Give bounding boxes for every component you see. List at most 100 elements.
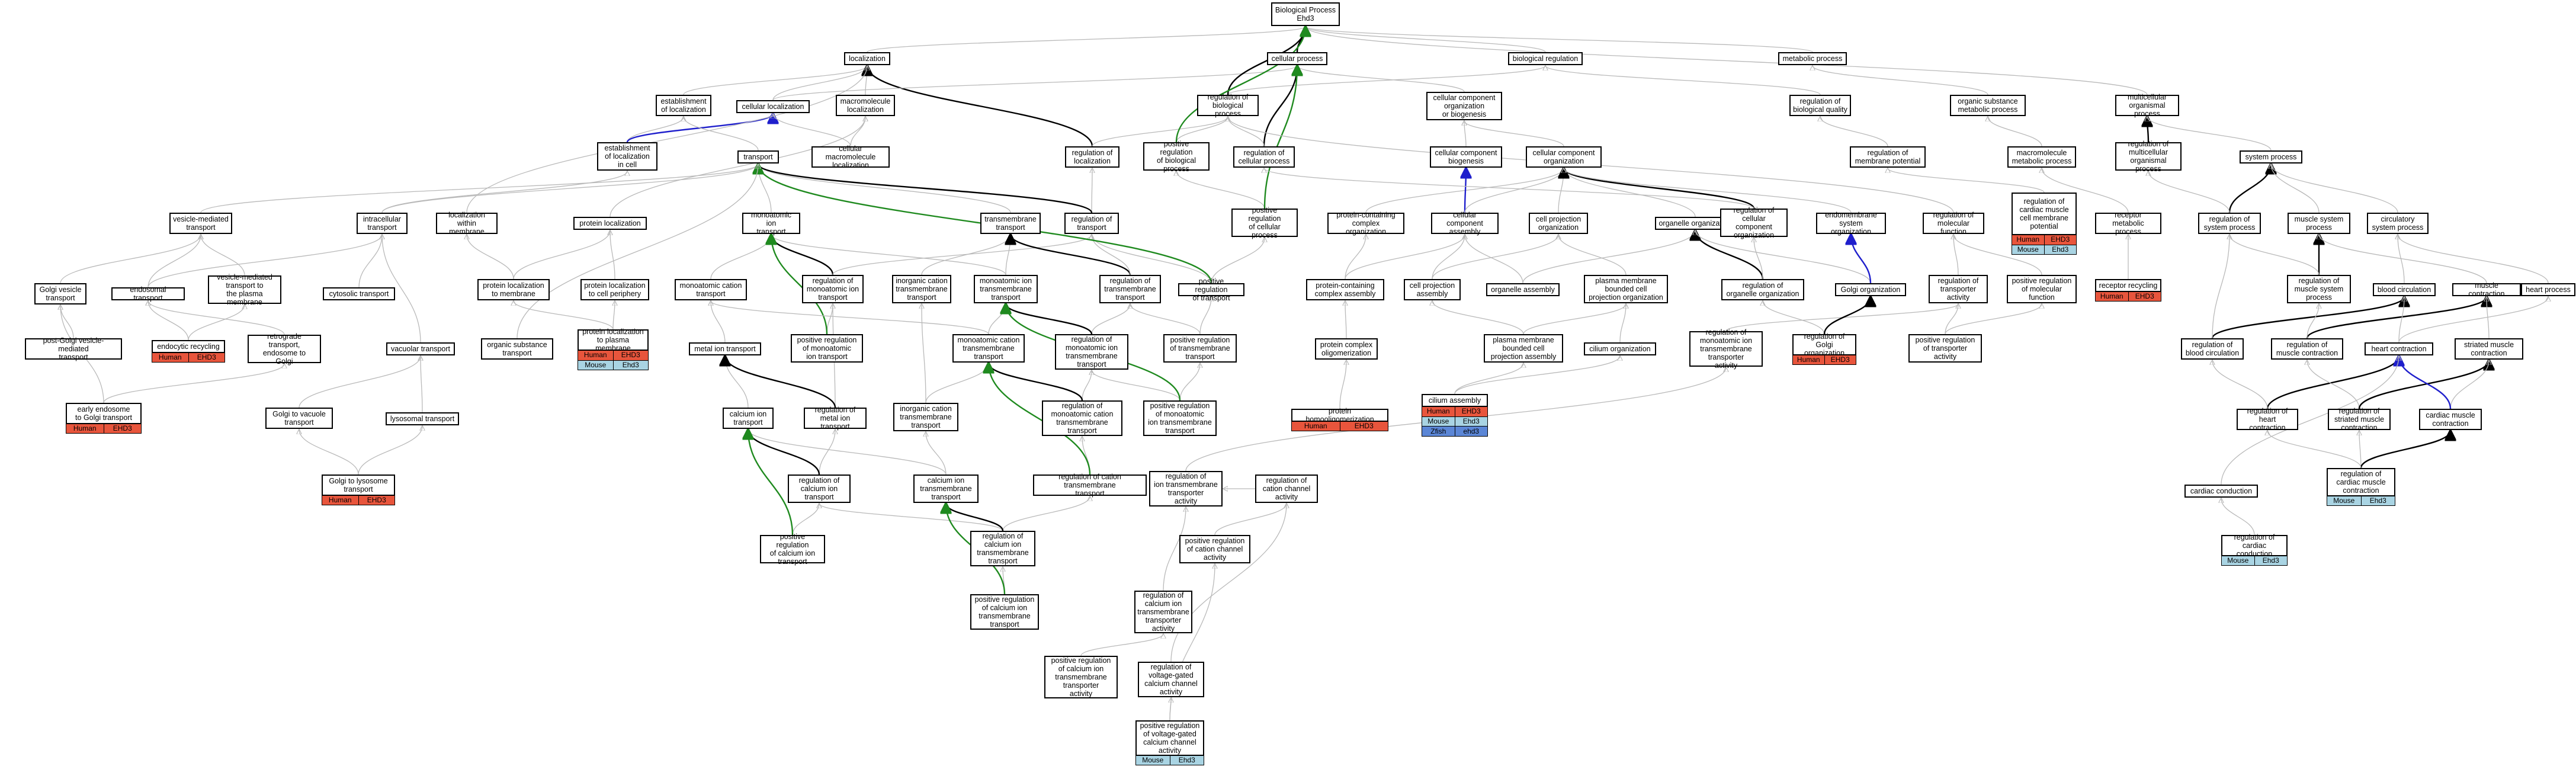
go-term-ccasm[interactable]: cellular component assembly bbox=[1431, 211, 1499, 236]
go-term-regtr[interactable]: regulation of transport bbox=[1064, 213, 1119, 234]
go-term-monocattm[interactable]: monoatomic cation transmembrane transpor… bbox=[952, 334, 1025, 363]
go-term-regcardmmp[interactable]: regulation of cardiac muscle cell membra… bbox=[2012, 193, 2077, 235]
go-term-pcdisasm[interactable]: protein complex oligomerization bbox=[1315, 338, 1378, 360]
go-term-protloc[interactable]: protein localization bbox=[573, 217, 647, 230]
go-term-posregmf[interactable]: positive regulation of molecular functio… bbox=[2007, 275, 2077, 303]
go-term-sysproc[interactable]: system process bbox=[2240, 150, 2302, 164]
go-term-bloodcirc[interactable]: blood circulation bbox=[2373, 283, 2436, 296]
go-term-regcaiontra[interactable]: regulation of calcium ion transmembrane … bbox=[1134, 591, 1192, 633]
go-term-posregcaiontm[interactable]: positive regulation of calcium ion trans… bbox=[970, 594, 1039, 630]
go-term-protho[interactable]: protein homooligomerization bbox=[1291, 407, 1388, 424]
go-term-regheartcont[interactable]: regulation of heart contraction bbox=[2237, 407, 2298, 432]
go-term-protloccp[interactable]: protein localization to cell periphery bbox=[580, 279, 649, 300]
go-term-strmusccont[interactable]: striated muscle contraction bbox=[2455, 338, 2523, 360]
go-term-cpasm[interactable]: cell projection assembly bbox=[1404, 279, 1461, 300]
go-term-monocat[interactable]: monoatomic cation transport bbox=[675, 279, 747, 300]
go-term-regbp[interactable]: regulation of biological process bbox=[1197, 93, 1259, 118]
go-term-posregbp[interactable]: positive regulation of biological proces… bbox=[1143, 140, 1210, 173]
go-term-musccont[interactable]: muscle contraction bbox=[2452, 281, 2521, 298]
go-term-endotr[interactable]: endosomal transport bbox=[111, 286, 185, 302]
go-term-regcattm[interactable]: regulation of cation transmembrane trans… bbox=[1033, 473, 1147, 498]
go-term-loc[interactable]: localization bbox=[844, 52, 890, 65]
go-term-regmonocattm[interactable]: regulation of monoatomic cation transmem… bbox=[1042, 400, 1122, 436]
go-term-regtra[interactable]: regulation of transporter activity bbox=[1929, 275, 1988, 303]
go-term-golgio[interactable]: Golgi organization bbox=[1835, 283, 1906, 296]
go-term-estloc[interactable]: establishment of localization bbox=[656, 95, 711, 116]
go-term-lysotr[interactable]: lysosomal transport bbox=[386, 412, 459, 425]
go-term-posregtr[interactable]: positive regulation of transport bbox=[1178, 277, 1244, 302]
go-term-endomem[interactable]: endomembrane system organization bbox=[1816, 211, 1886, 236]
go-term-cellloc[interactable]: cellular localization bbox=[736, 100, 810, 113]
go-term-postgolgi[interactable]: post-Golgi vesicle-mediated transport bbox=[25, 336, 122, 361]
go-term-metaliontr[interactable]: metal ion transport bbox=[689, 342, 761, 355]
go-term-posregcp[interactable]: positive regulation of cellular process bbox=[1231, 206, 1298, 239]
go-term-inorgcattm[interactable]: inorganic cation transmembrane transport bbox=[893, 403, 958, 431]
go-term-posregmonoion[interactable]: positive regulation of monoatomic ion tr… bbox=[791, 334, 863, 363]
go-term-ciliumasm[interactable]: cilium assembly bbox=[1422, 394, 1488, 407]
go-term-endorec[interactable]: endocytic recycling bbox=[152, 340, 225, 353]
go-term-regorgo[interactable]: regulation of organelle organization bbox=[1721, 279, 1804, 300]
go-term-regmonoiontm[interactable]: regulation of monoatomic ion transmembra… bbox=[1055, 334, 1128, 370]
go-term-cardmusc[interactable]: cardiac muscle contraction bbox=[2419, 409, 2482, 430]
go-term-metab[interactable]: metabolic process bbox=[1778, 52, 1847, 65]
go-term-orgasm[interactable]: organelle assembly bbox=[1486, 283, 1560, 296]
go-term-cilorg[interactable]: cilium organization bbox=[1584, 342, 1656, 355]
go-term-retro[interactable]: retrograde transport, endosome to Golgi bbox=[248, 332, 321, 366]
go-term-regiontra[interactable]: regulation of ion transmembrane transpor… bbox=[1149, 471, 1223, 506]
go-term-bp[interactable]: Biological Process Ehd3 bbox=[1271, 2, 1340, 26]
go-term-regvgcc[interactable]: regulation of voltage-gated calcium chan… bbox=[1138, 662, 1204, 697]
go-term-posregcaiontra[interactable]: positive regulation of calcium ion trans… bbox=[1044, 656, 1118, 698]
go-term-posregcatchan[interactable]: positive regulation of cation channel ac… bbox=[1179, 535, 1250, 563]
go-term-golgivac[interactable]: Golgi to vacuole transport bbox=[265, 408, 333, 429]
go-term-heartcont[interactable]: heart contraction bbox=[2365, 342, 2433, 355]
go-term-transport[interactable]: transport bbox=[737, 150, 779, 164]
go-term-monoiontm[interactable]: monoatomic ion transmembrane transport bbox=[974, 275, 1038, 303]
go-term-regmf[interactable]: regulation of molecular function bbox=[1923, 211, 1984, 236]
go-term-earlyendo[interactable]: early endosome to Golgi transport bbox=[66, 403, 142, 424]
go-term-recmet[interactable]: receptor metabolic process bbox=[2095, 211, 2161, 236]
go-term-macrometab[interactable]: macromolecule metabolic process bbox=[2007, 146, 2076, 168]
go-term-regcardmusc[interactable]: regulation of cardiac muscle contraction bbox=[2327, 468, 2395, 496]
go-term-protlocmem[interactable]: protein localization to membrane bbox=[477, 279, 550, 300]
go-term-reggolgi[interactable]: regulation of Golgi organization bbox=[1792, 332, 1856, 357]
go-term-cmacroloc[interactable]: cellular macromolecule localization bbox=[811, 145, 890, 169]
go-term-regloc[interactable]: regulation of localization bbox=[1065, 146, 1119, 168]
go-term-regmop[interactable]: regulation of multicellular organismal p… bbox=[2115, 140, 2182, 173]
go-term-regcatchan[interactable]: regulation of cation channel activity bbox=[1255, 475, 1318, 503]
go-term-regmsp[interactable]: regulation of muscle system process bbox=[2287, 275, 2351, 303]
go-term-golgilyso[interactable]: Golgi to lysosome transport bbox=[322, 475, 395, 496]
go-term-osmp[interactable]: organic substance metabolic process bbox=[1950, 95, 2026, 116]
go-term-mop[interactable]: multicellular organismal process bbox=[2115, 93, 2179, 118]
go-term-recrec[interactable]: receptor recycling bbox=[2095, 279, 2161, 292]
go-term-ccob[interactable]: cellular component organization or bioge… bbox=[1426, 92, 1502, 120]
go-term-regbloodcirc[interactable]: regulation of blood circulation bbox=[2181, 338, 2244, 360]
go-term-regcp[interactable]: regulation of cellular process bbox=[1233, 146, 1295, 168]
go-term-regstrmusc[interactable]: regulation of striated muscle contractio… bbox=[2328, 407, 2391, 432]
go-term-monoion[interactable]: monoatomic ion transport bbox=[742, 211, 800, 236]
go-term-protlocpm[interactable]: protein localization to plasma membrane bbox=[578, 328, 649, 352]
go-term-intratr[interactable]: intracellular transport bbox=[357, 213, 408, 234]
go-term-regcco[interactable]: regulation of cellular component organiz… bbox=[1720, 206, 1788, 239]
go-term-vesmedpm[interactable]: vesicle-mediated transport to the plasma… bbox=[208, 273, 281, 306]
go-term-tmtr[interactable]: transmembrane transport bbox=[980, 213, 1041, 234]
go-term-pccasm[interactable]: protein-containing complex assembly bbox=[1306, 279, 1384, 300]
go-term-inorgcat[interactable]: inorganic cation transmembrane transport bbox=[892, 275, 951, 303]
go-term-posregvgcc[interactable]: positive regulation of voltage-gated cal… bbox=[1135, 720, 1204, 756]
go-term-cco[interactable]: cellular component organization bbox=[1526, 146, 1602, 168]
go-term-regmonoiontra[interactable]: regulation of monoatomic ion transmembra… bbox=[1689, 328, 1763, 370]
go-term-ccbio[interactable]: cellular component biogenesis bbox=[1430, 146, 1502, 168]
go-term-posregtmtr[interactable]: positive regulation of transmembrane tra… bbox=[1163, 334, 1237, 363]
go-term-caiontm[interactable]: calcium ion transmembrane transport bbox=[913, 475, 979, 503]
go-term-pmbcpo[interactable]: plasma membrane bounded cell projection … bbox=[1584, 275, 1668, 303]
go-term-posregcaiontr[interactable]: positive regulation of calcium ion trans… bbox=[760, 533, 825, 566]
go-term-vesmed[interactable]: vesicle-mediated transport bbox=[169, 213, 232, 234]
go-term-circsys[interactable]: circulatory system process bbox=[2367, 213, 2429, 234]
go-term-posregtra[interactable]: positive regulation of transporter activ… bbox=[1908, 334, 1982, 363]
go-term-regmusccont[interactable]: regulation of muscle contraction bbox=[2271, 338, 2343, 360]
go-term-cp[interactable]: cellular process bbox=[1267, 52, 1327, 65]
go-term-caiontr[interactable]: calcium ion transport bbox=[723, 408, 774, 429]
go-term-estloccell[interactable]: establishment of localization in cell bbox=[597, 142, 657, 171]
go-term-cytotr[interactable]: cytosolic transport bbox=[323, 287, 395, 300]
go-term-regcaiontm[interactable]: regulation of calcium ion transmembrane … bbox=[970, 531, 1035, 566]
go-term-macroloc[interactable]: macromolecule localization bbox=[836, 95, 895, 116]
